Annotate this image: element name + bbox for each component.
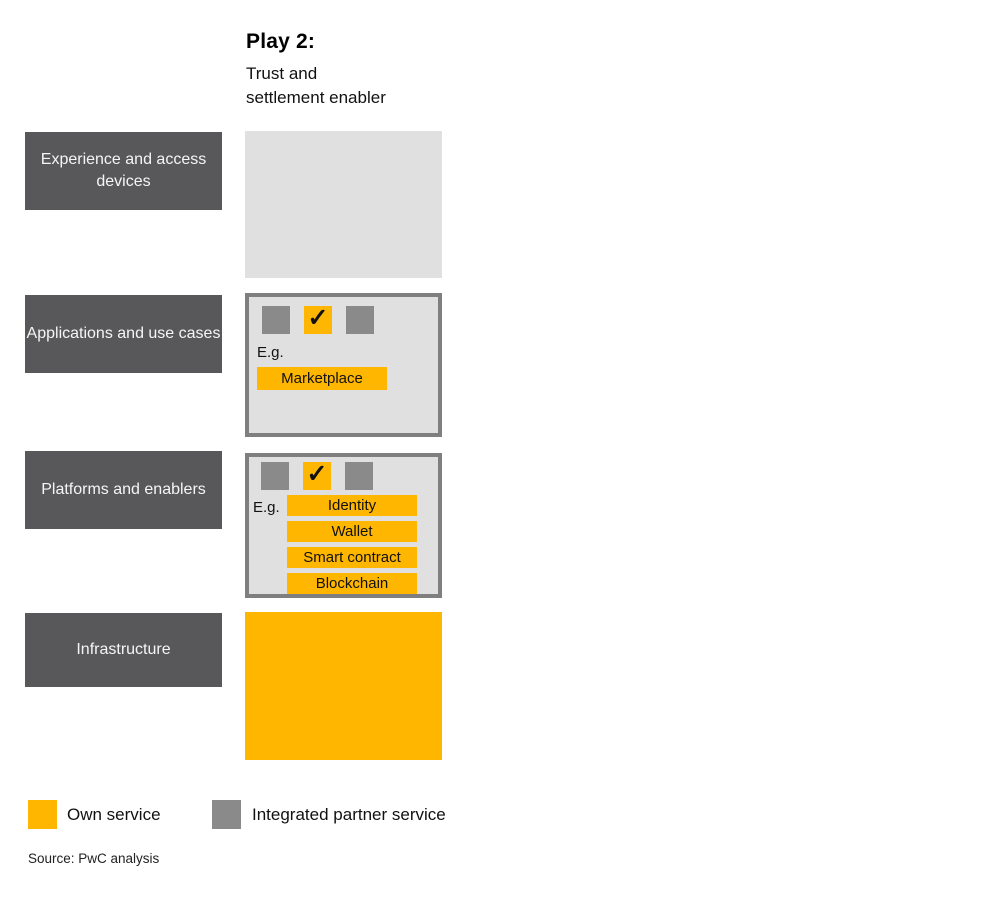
- own-service-square-icon: ✓: [304, 306, 332, 334]
- service-bar-identity: Identity: [287, 495, 417, 516]
- service-squares-row: ✓: [261, 462, 373, 490]
- service-bar-wallet: Wallet: [287, 521, 417, 542]
- layer-label-text: Experience and access devices: [40, 151, 207, 190]
- service-bar-blockchain: Blockchain: [287, 573, 417, 594]
- checkmark-icon: ✓: [306, 460, 328, 488]
- play-subtitle-line2: settlement enabler: [246, 88, 386, 107]
- own-service-legend-swatch: [28, 800, 57, 829]
- partner-service-square-icon: [261, 462, 289, 490]
- layer-label-text: Platforms and enablers: [41, 481, 206, 498]
- title-block: Play 2: Trust and settlement enabler: [246, 30, 386, 110]
- own-service-legend-label: Own service: [67, 805, 161, 824]
- own-service-square-icon: ✓: [303, 462, 331, 490]
- partner-service-legend-label: Integrated partner service: [252, 805, 446, 824]
- partner-service-square-icon: [346, 306, 374, 334]
- eg-label: E.g.: [257, 344, 284, 361]
- source-note: Source: PwC analysis: [28, 851, 160, 866]
- experience-panel: [245, 131, 442, 278]
- layer-label-applications-use-cases: Applications and use cases: [25, 295, 222, 373]
- layer-label-text: Applications and use cases: [26, 325, 221, 342]
- infrastructure-panel: [245, 612, 442, 760]
- eg-label: E.g.: [253, 499, 280, 516]
- layer-label-platforms-enablers: Platforms and enablers: [25, 451, 222, 529]
- service-squares-row: ✓: [262, 306, 374, 334]
- layer-label-infrastructure: Infrastructure: [25, 613, 222, 687]
- partner-service-square-icon: [345, 462, 373, 490]
- checkmark-icon: ✓: [307, 304, 329, 332]
- partner-service-legend-swatch: [212, 800, 241, 829]
- layer-label-text: Infrastructure: [76, 641, 171, 658]
- partner-service-square-icon: [262, 306, 290, 334]
- applications-panel: ✓ E.g. Marketplace: [245, 293, 442, 437]
- service-bar-marketplace: Marketplace: [257, 367, 387, 390]
- service-bars-stack: Identity Wallet Smart contract Blockchai…: [287, 495, 417, 594]
- service-bar-smart-contract: Smart contract: [287, 547, 417, 568]
- layer-label-experience-access-devices: Experience and access devices: [25, 132, 222, 210]
- play-subtitle-line1: Trust and: [246, 64, 318, 83]
- play-title: Play 2:: [246, 30, 316, 53]
- platforms-panel: ✓ E.g. Identity Wallet Smart contract Bl…: [245, 453, 442, 598]
